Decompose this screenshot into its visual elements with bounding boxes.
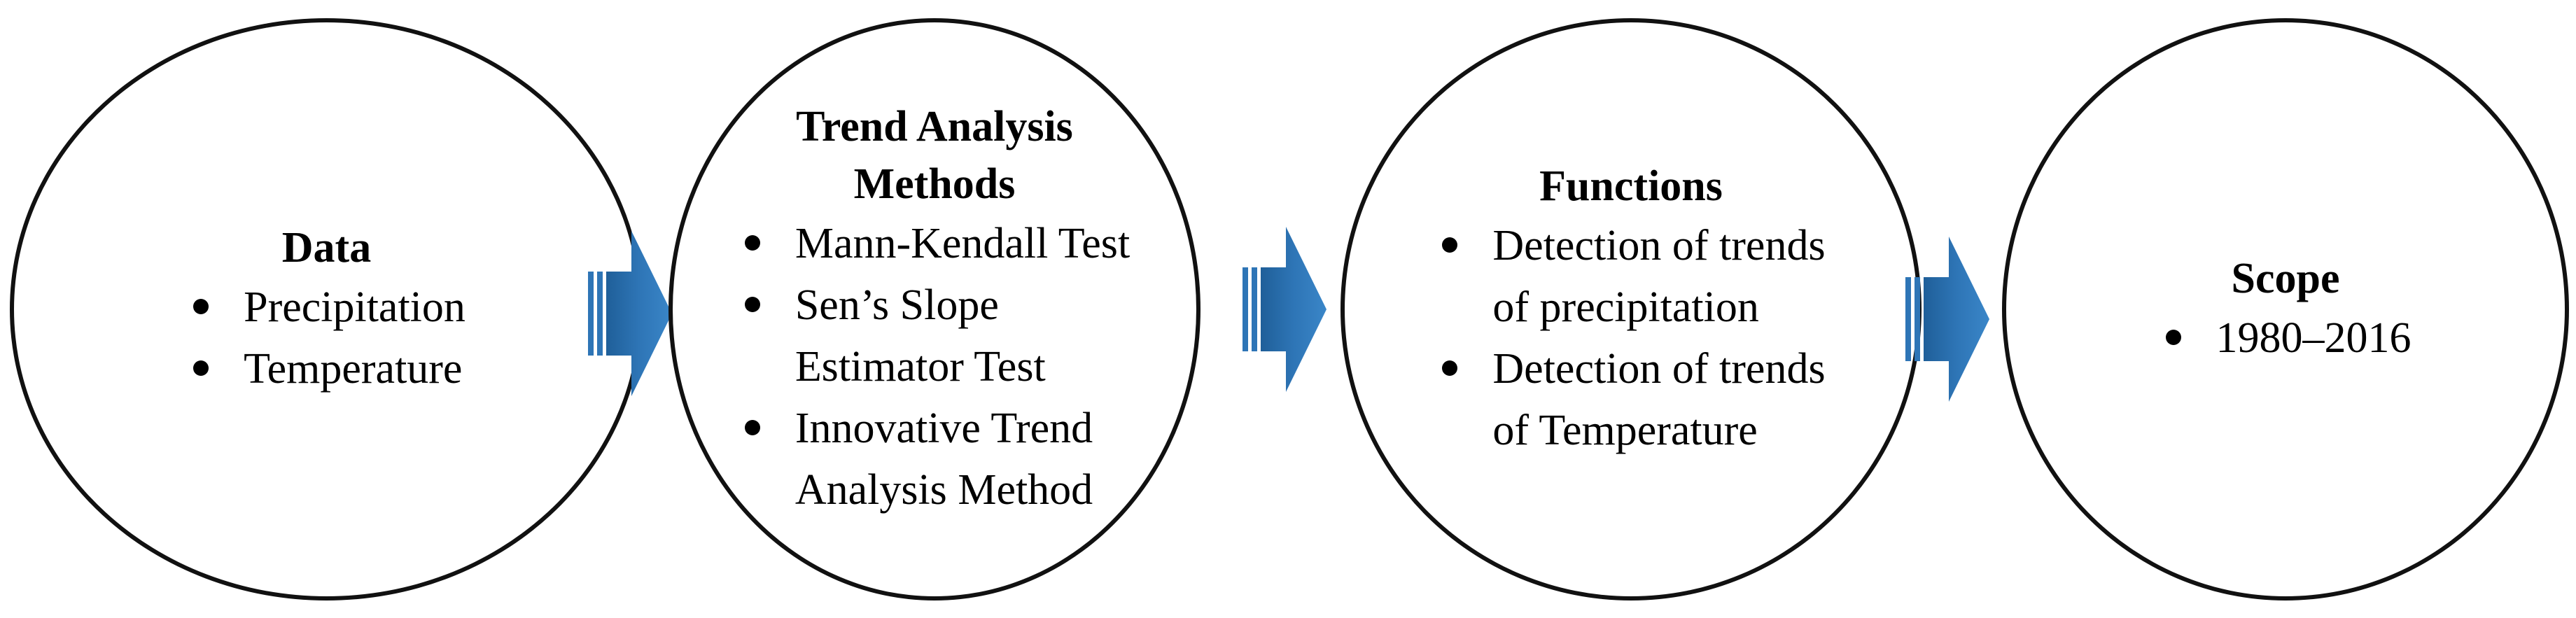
step-scope-content: Scope 1980–2016: [2160, 250, 2412, 369]
bullet-text: Temperature: [244, 345, 463, 393]
bullet-text: Estimator Test: [794, 343, 1046, 391]
arrow-right-icon: [1905, 237, 1989, 402]
step-scope-list: 1980–2016: [2160, 307, 2412, 369]
step-methods-title-line: Methods: [853, 160, 1016, 208]
bullet-text: of Temperature: [1492, 407, 1758, 454]
step-functions-title: Functions: [1436, 157, 1825, 215]
bullet-text: Sen’s Slope: [794, 281, 999, 329]
bullet-text: Innovative Trend: [794, 405, 1093, 452]
bullet-text: 1980–2016: [2216, 314, 2412, 362]
bullet-item-detect-temperature: Detection of trends of Temperature: [1436, 338, 1826, 461]
bullet-text: Detection of trends: [1492, 345, 1826, 393]
step-functions-title-line: Functions: [1539, 162, 1723, 210]
bullet-item-precipitation: Precipitation: [188, 276, 465, 338]
step-methods-content: Trend Analysis Methods Mann-Kendall Test…: [739, 98, 1130, 521]
bullet-item-years: 1980–2016: [2160, 307, 2412, 369]
step-functions-content: Functions Detection of trends of precipi…: [1436, 157, 1826, 461]
arrow-right-icon: [588, 231, 672, 396]
step-data-content: Data Precipitation Temperature: [188, 219, 465, 400]
bullet-text: Detection of trends: [1492, 222, 1826, 269]
step-functions-circle: Functions Detection of trends of precipi…: [1340, 18, 1921, 601]
bullet-item-detect-precipitation: Detection of trends of precipitation: [1436, 215, 1826, 338]
bullet-text: Analysis Method: [794, 466, 1093, 514]
step-data-list: Precipitation Temperature: [188, 276, 465, 400]
bullet-item-mann-kendall: Mann-Kendall Test: [739, 213, 1130, 274]
step-methods-circle: Trend Analysis Methods Mann-Kendall Test…: [668, 18, 1200, 601]
step-methods-title-line: Trend Analysis: [796, 103, 1073, 150]
bullet-text: of precipitation: [1492, 283, 1759, 331]
step-scope-title: Scope: [2160, 250, 2412, 307]
step-data-circle: Data Precipitation Temperature: [10, 18, 643, 601]
bullet-item-innovative-trend: Innovative Trend Analysis Method: [739, 398, 1130, 521]
step-scope-title-line: Scope: [2231, 255, 2340, 302]
bullet-text: Precipitation: [244, 283, 465, 331]
step-functions-list: Detection of trends of precipitation Det…: [1436, 215, 1826, 461]
bullet-item-temperature: Temperature: [188, 338, 465, 400]
step-data-title-line: Data: [281, 224, 372, 272]
bullet-text: Mann-Kendall Test: [794, 220, 1130, 267]
step-methods-list: Mann-Kendall Test Sen’s Slope Estimator …: [739, 213, 1130, 521]
step-scope-circle: Scope 1980–2016: [2002, 18, 2569, 601]
step-data-title: Data: [188, 219, 465, 276]
step-methods-title: Trend Analysis Methods: [739, 98, 1130, 213]
bullet-item-sens-slope: Sen’s Slope Estimator Test: [739, 274, 1130, 398]
arrow-right-icon: [1242, 227, 1326, 392]
